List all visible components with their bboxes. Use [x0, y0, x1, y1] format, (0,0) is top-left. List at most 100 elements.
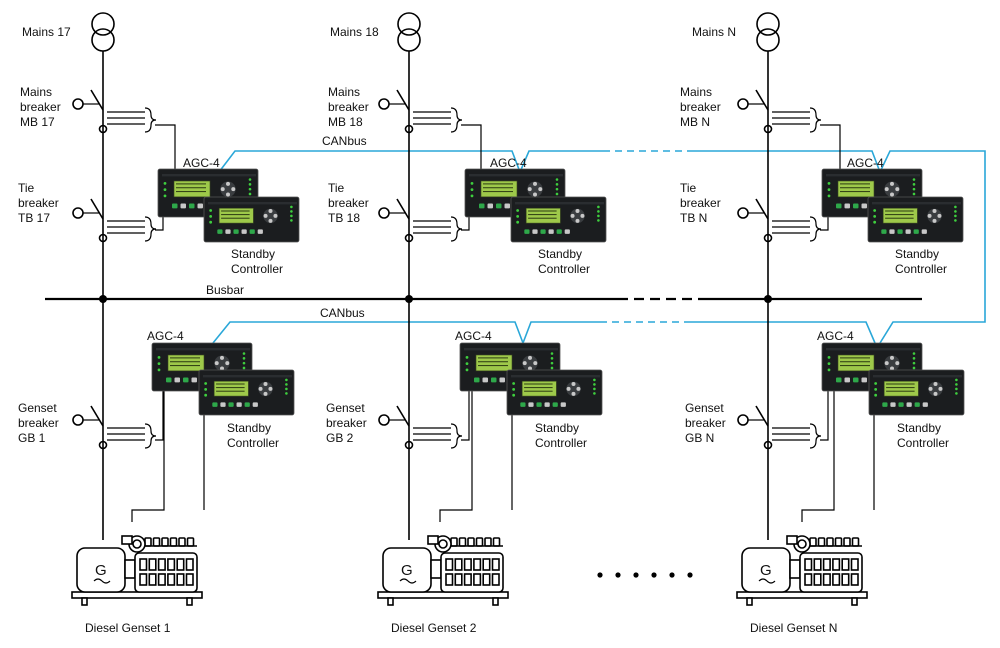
generator-symbol: G: [401, 562, 413, 579]
mains-transformer-icon: [756, 12, 780, 52]
standby-controller: [867, 196, 964, 243]
tie-breaker-label-line: Tie: [680, 181, 697, 195]
genset-breaker-label-line: breaker: [18, 416, 59, 430]
tie-breaker-icon: [72, 198, 157, 243]
tie-breaker-label-line: breaker: [680, 196, 721, 210]
genset-breaker-label-line: breaker: [685, 416, 726, 430]
genset-breaker-label-line: breaker: [326, 416, 367, 430]
generator-symbol: G: [760, 562, 772, 579]
standby-controller-label-line: Standby: [538, 247, 582, 261]
canbus-top: CANbus: [218, 134, 986, 344]
mains-breaker-icon: [378, 89, 463, 134]
genset-breaker-icon: [378, 405, 463, 450]
standby-controller: [198, 369, 295, 416]
standby-controller-label-line: Controller: [231, 262, 283, 276]
tie-breaker-label-line: Tie: [18, 181, 35, 195]
continuation-dots: [597, 572, 693, 578]
tie-breaker-label-line: TB 18: [328, 211, 360, 225]
mains-breaker-label-line: MB 17: [20, 115, 55, 129]
agc-4-label: AGC-4: [847, 156, 884, 170]
tie-breaker-icon: [737, 198, 822, 243]
mains-breaker-label-line: MB 18: [328, 115, 363, 129]
genset-breaker-label-line: Genset: [326, 401, 365, 415]
standby-controller-label-line: Controller: [895, 262, 947, 276]
diesel-genset-icon: G: [377, 535, 509, 606]
tie-breaker-label-line: breaker: [328, 196, 369, 210]
genset-label: Diesel Genset N: [750, 621, 837, 635]
canbus-bottom: CANbus: [212, 306, 876, 344]
genset-breaker-icon: [737, 405, 822, 450]
mains-breaker-label-line: Mains: [328, 85, 360, 99]
mains-transformer-icon: [91, 12, 115, 52]
genset-breaker-icon: [72, 405, 157, 450]
diesel-genset-icon: G: [736, 535, 868, 606]
standby-controller-label-line: Controller: [538, 262, 590, 276]
standby-controller: [506, 369, 603, 416]
tie-breaker-label-line: breaker: [18, 196, 59, 210]
tie-breaker-label-line: TB N: [680, 211, 707, 225]
standby-controller: [868, 369, 965, 416]
busbar: Busbar: [45, 283, 922, 301]
standby-controller-label-line: Controller: [897, 436, 949, 450]
busbar-label: Busbar: [206, 283, 244, 297]
standby-controller-label-line: Controller: [227, 436, 279, 450]
agc-4-label: AGC-4: [147, 329, 184, 343]
agc-4-label: AGC-4: [455, 329, 492, 343]
tie-breaker-icon: [378, 198, 463, 243]
standby-controller-label-line: Standby: [535, 421, 579, 435]
genset-breaker-label-line: GB N: [685, 431, 714, 445]
standby-controller-label-line: Standby: [231, 247, 275, 261]
mains-breaker-label-line: Mains: [20, 85, 52, 99]
genset-breaker-label-line: GB 1: [18, 431, 46, 445]
mains-breaker-label-line: breaker: [328, 100, 369, 114]
genset-breaker-label-line: Genset: [18, 401, 57, 415]
standby-controller-label-line: Standby: [895, 247, 939, 261]
agc-4-label: AGC-4: [183, 156, 220, 170]
agc-4-label: AGC-4: [490, 156, 527, 170]
mains-breaker-label-line: breaker: [20, 100, 61, 114]
mains-breaker-icon: [72, 89, 157, 134]
standby-controller: [510, 196, 607, 243]
mains-label: Mains 18: [330, 25, 379, 39]
mains-transformer-icon: [397, 12, 421, 52]
mains-breaker-label-line: MB N: [680, 115, 710, 129]
tie-breaker-label-line: TB 17: [18, 211, 50, 225]
standby-controller-label-line: Standby: [897, 421, 941, 435]
standby-controller: [203, 196, 300, 243]
tie-breaker-label-line: Tie: [328, 181, 345, 195]
mains-breaker-label-line: Mains: [680, 85, 712, 99]
standby-controller-label-line: Controller: [535, 436, 587, 450]
genset-label: Diesel Genset 1: [85, 621, 171, 635]
genset-breaker-label-line: Genset: [685, 401, 724, 415]
canbus-bottom-label: CANbus: [320, 306, 365, 320]
agc-4-label: AGC-4: [817, 329, 854, 343]
diesel-genset-icon: G: [71, 535, 203, 606]
canbus-top-label: CANbus: [322, 134, 367, 148]
genset-breaker-label-line: GB 2: [326, 431, 354, 445]
generator-symbol: G: [95, 562, 107, 579]
genset-label: Diesel Genset 2: [391, 621, 477, 635]
mains-breaker-label-line: breaker: [680, 100, 721, 114]
